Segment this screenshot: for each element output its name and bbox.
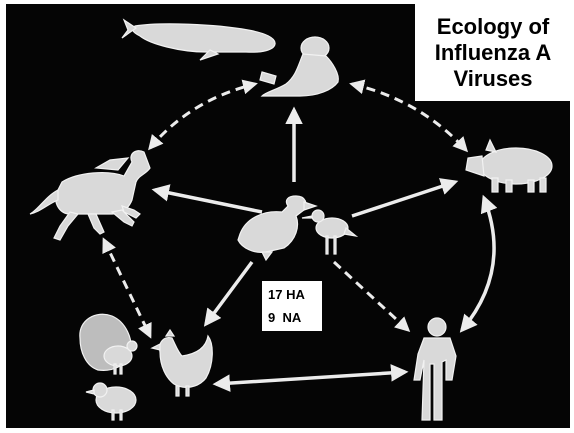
arrow-pig-human [462,198,494,330]
turkey-icon [80,314,137,374]
horse-icon [30,151,150,240]
arrow-shorebird-human [334,262,408,330]
whale-icon [122,20,275,60]
title-line-3: Viruses [453,66,532,92]
arrow-birds-to-chicken [206,262,252,324]
quail-icon [86,383,136,420]
arrow-chicken-human [216,372,405,384]
arrow-horse-seal [150,84,255,148]
arrow-birds-to-horse [155,190,262,212]
title-box: Ecology of Influenza A Viruses [415,4,571,101]
duck-icon [238,196,316,260]
na-count: 9 NA [268,310,322,325]
title-line-1: Ecology of [437,14,549,40]
arrow-birds-to-pig [352,182,455,216]
pig-icon [466,140,552,192]
title-line-2: Influenza A [435,40,552,66]
chicken-icon [152,330,212,396]
shorebird-icon [302,210,356,254]
ha-count: 17 HA [268,287,322,302]
subtype-count-box: 17 HA 9 NA [262,281,322,331]
human-icon [414,318,456,420]
